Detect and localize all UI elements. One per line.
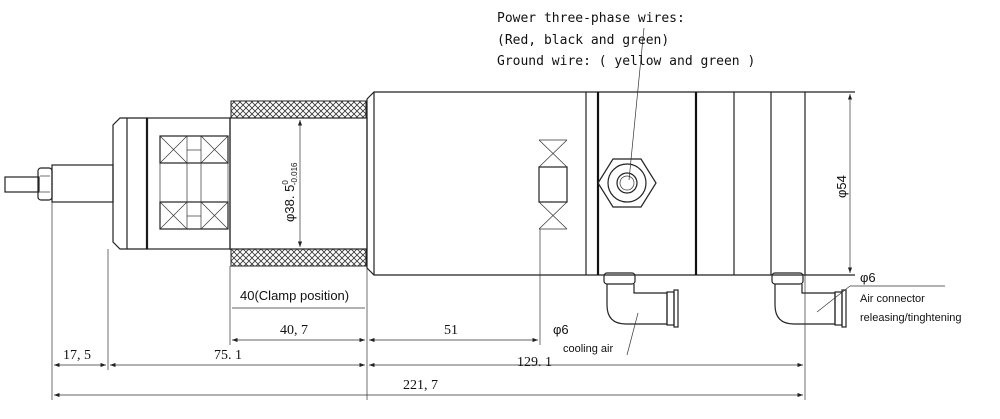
dim-75-1: 75. 1 xyxy=(214,348,242,363)
dim-129-1: 129. 1 xyxy=(517,355,552,370)
body-diameter-label: φ54 xyxy=(834,175,849,198)
dim-17-5: 17, 5 xyxy=(63,348,91,363)
air-connector-label: Air connector xyxy=(860,293,925,305)
front-flange xyxy=(112,117,149,250)
note-line-3: Ground wire: ( yellow and green ) xyxy=(497,54,755,69)
extension-lines xyxy=(51,202,806,400)
note-line-1: Power three-phase wires: xyxy=(497,11,685,26)
dimension-lines xyxy=(54,307,803,398)
clamp-section xyxy=(229,100,368,267)
power-connector-hex xyxy=(597,158,657,208)
cooling-diameter-label: φ6 xyxy=(553,322,569,337)
bearing-section xyxy=(146,117,231,250)
dim-51: 51 xyxy=(444,323,458,338)
note-line-2: (Red, black and green) xyxy=(497,33,669,48)
clamp-position-label: 40(Clamp position) xyxy=(240,288,349,303)
shaft xyxy=(4,164,114,203)
air-connector-sublabel: releasing/tinghtening xyxy=(860,312,962,324)
cooling-air-label: cooling air xyxy=(563,343,613,355)
dim-40-7: 40, 7 xyxy=(280,323,308,338)
clamp-diameter-label: φ38. 50-0.016 xyxy=(281,162,299,222)
air-diameter-label: φ6 xyxy=(860,270,876,285)
air-connector-fitting xyxy=(771,272,945,328)
dim-221-7: 221, 7 xyxy=(403,378,438,393)
cooling-air-fitting xyxy=(603,272,679,356)
